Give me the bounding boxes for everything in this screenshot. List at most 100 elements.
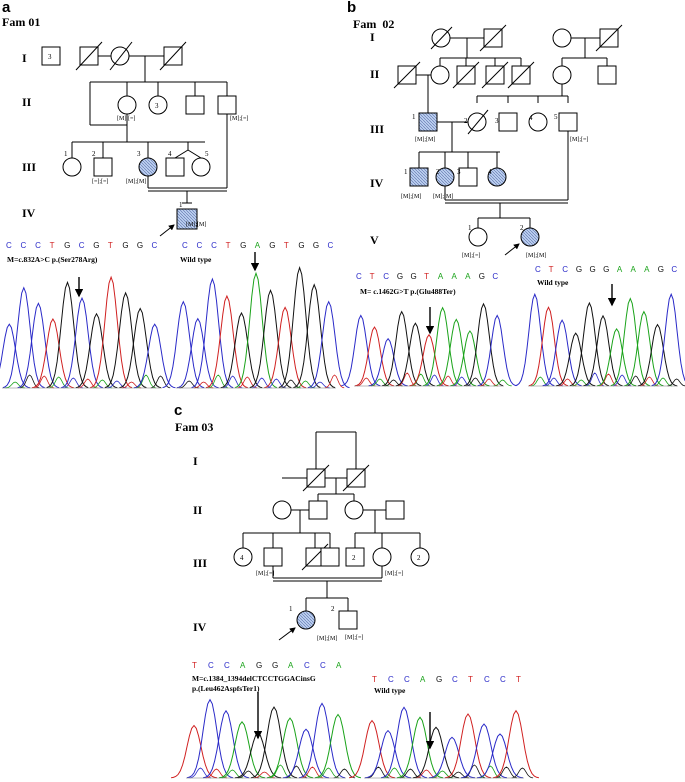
panel-a [41, 41, 237, 237]
individual-number: 3 [495, 117, 499, 125]
base-call-letter: A [630, 265, 636, 274]
individual-number: 5 [554, 113, 558, 121]
individual-number: 4 [488, 168, 492, 176]
trace-noise [92, 379, 113, 389]
base-call-letter: G [272, 661, 278, 670]
trace-noise [222, 375, 243, 389]
base-call-letter: G [256, 661, 262, 670]
trace-peak [395, 322, 435, 387]
base-call-letter: G [603, 265, 609, 274]
trace-noise [78, 378, 98, 389]
trace-peak [162, 300, 205, 389]
base-call-letter: G [313, 241, 319, 250]
trace-noise [466, 377, 485, 387]
trace-peak [283, 728, 329, 779]
individual-number: 5 [205, 150, 209, 158]
individual-number: 1 [179, 201, 183, 209]
generation-label: I [193, 454, 198, 468]
individual-number: 2 [520, 224, 524, 232]
trace-peak [651, 292, 685, 387]
individual-number: 4 [168, 150, 172, 158]
base-call-letter: A [451, 272, 457, 281]
trace-peak [314, 713, 362, 779]
individual-number: 1 [468, 224, 472, 232]
base-call-letter: G [436, 675, 442, 684]
trace-noise [333, 768, 356, 779]
trace-peak [583, 314, 623, 387]
trace-peak [528, 306, 569, 387]
trace-peak [461, 723, 507, 779]
base-call-letter: G [64, 241, 70, 250]
panel-label-b: b [347, 0, 356, 16]
base-call-letter: G [137, 241, 143, 250]
trace-peak [119, 307, 162, 389]
trace-noise [48, 376, 69, 389]
base-call-letter: A [617, 265, 623, 274]
trace-noise [179, 380, 199, 389]
base-call-letter: C [224, 661, 230, 670]
base-call-letter: C [6, 241, 12, 250]
individual-number: 1 [404, 168, 408, 176]
trace-peak [2, 286, 45, 389]
base-call-letter: C [404, 675, 410, 684]
base-call-letter: T [424, 272, 429, 281]
trace-peak [203, 709, 249, 779]
base-call-letter: G [411, 272, 417, 281]
trace-peak [436, 318, 476, 387]
genotype-label: [=];[=] [92, 179, 108, 185]
trace-peak [382, 310, 422, 387]
trace-noise [136, 374, 156, 389]
trace-noise [558, 378, 577, 387]
trace-peak [186, 698, 234, 779]
trace-noise [370, 378, 390, 387]
base-call-letter: C [304, 661, 310, 670]
base-call-letter: C [492, 272, 498, 281]
trace-peak [293, 283, 336, 389]
trace-peak [463, 302, 504, 387]
generation-label: I [370, 30, 375, 44]
trace-peak [444, 713, 492, 779]
trace-peak [365, 729, 411, 779]
trace-noise [295, 380, 316, 389]
genotype-label: [M];[M] [526, 253, 546, 259]
trace-peak [220, 311, 263, 389]
trace-noise [452, 376, 471, 387]
mutation-annotation: M= c.1462G>T p.(Glu488Ter) [360, 287, 456, 296]
panel-label-a: a [2, 0, 11, 16]
trace-peak [413, 726, 459, 779]
trace-peak [307, 300, 350, 389]
base-call-letter: A [420, 675, 426, 684]
base-call-letter: C [356, 272, 362, 281]
base-call-letter: G [240, 241, 246, 250]
trace-peak [133, 323, 176, 389]
genotype-label: [M];[=] [345, 635, 363, 641]
trace-peak [104, 291, 147, 389]
individual-number: 2 [436, 168, 440, 176]
base-call-letter: C [79, 241, 85, 250]
base-call-letter: T [50, 241, 55, 250]
trace-noise [479, 378, 499, 387]
trace-peak [31, 317, 74, 389]
mutation-annotation: M=c.1384_1394delCTCCTGGACinsG [192, 674, 316, 683]
genotype-label: [M];[M] [186, 222, 206, 228]
trace-peak [409, 333, 449, 387]
wildtype-annotation: Wild type [180, 255, 212, 264]
trace-peak [556, 332, 596, 387]
trace-peak [249, 289, 292, 389]
trace-noise [495, 766, 518, 779]
base-call-letter: G [658, 265, 664, 274]
trace-peak [515, 292, 555, 387]
base-call-letter: C [21, 241, 27, 250]
base-call-letter: T [370, 272, 375, 281]
trace-peak [235, 732, 281, 779]
trace-peak [637, 323, 678, 387]
genotype-label: [M];[M] [401, 194, 421, 200]
base-call-letter: C [383, 272, 389, 281]
trace-noise [252, 377, 272, 389]
trace-noise [511, 767, 534, 779]
genotype-label: [M];[=] [230, 116, 248, 122]
